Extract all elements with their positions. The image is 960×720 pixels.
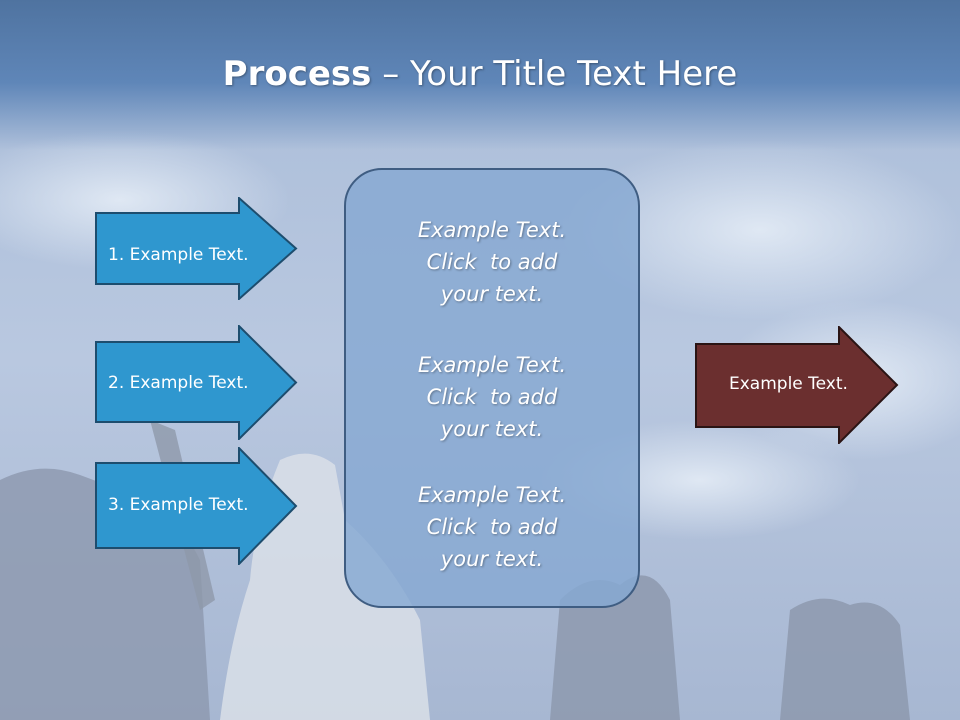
- paragraph-line: Click to add: [426, 385, 558, 409]
- left-arrow-2[interactable]: 2. Example Text.: [95, 325, 298, 440]
- right-arrow[interactable]: Example Text.: [695, 326, 899, 444]
- slide-title[interactable]: Process – Your Title Text Here: [0, 50, 960, 98]
- arrow-shape: [95, 447, 298, 565]
- arrow-shape: [95, 197, 298, 300]
- title-rest: Your Title Text Here: [410, 54, 738, 94]
- left-arrow-2-label: 2. Example Text.: [108, 373, 249, 393]
- paragraph-line: Example Text.: [417, 218, 567, 242]
- paragraph-line: Click to add: [426, 515, 558, 539]
- title-bold: Process: [222, 54, 372, 94]
- left-arrow-3-label: 3. Example Text.: [108, 495, 249, 515]
- center-paragraph-2: Example Text. Click to add your text.: [346, 349, 638, 445]
- paragraph-line: Click to add: [426, 250, 558, 274]
- paragraph-line: your text.: [440, 417, 544, 441]
- arrow-shape: [95, 325, 298, 440]
- center-paragraph-3: Example Text. Click to add your text.: [346, 479, 638, 575]
- paragraph-line: your text.: [440, 282, 544, 306]
- arrow-shape: [695, 326, 899, 444]
- center-paragraph-1: Example Text. Click to add your text.: [346, 214, 638, 310]
- paragraph-line: Example Text.: [417, 483, 567, 507]
- left-arrow-1-label: 1. Example Text.: [108, 245, 249, 265]
- left-arrow-3[interactable]: 3. Example Text.: [95, 447, 298, 565]
- paragraph-line: your text.: [440, 547, 544, 571]
- paragraph-line: Example Text.: [417, 353, 567, 377]
- left-arrow-1[interactable]: 1. Example Text.: [95, 197, 298, 300]
- center-text-box[interactable]: Example Text. Click to add your text. Ex…: [344, 168, 640, 608]
- right-arrow-label: Example Text.: [729, 374, 848, 394]
- title-dash: –: [371, 54, 411, 94]
- title-band: [0, 0, 960, 150]
